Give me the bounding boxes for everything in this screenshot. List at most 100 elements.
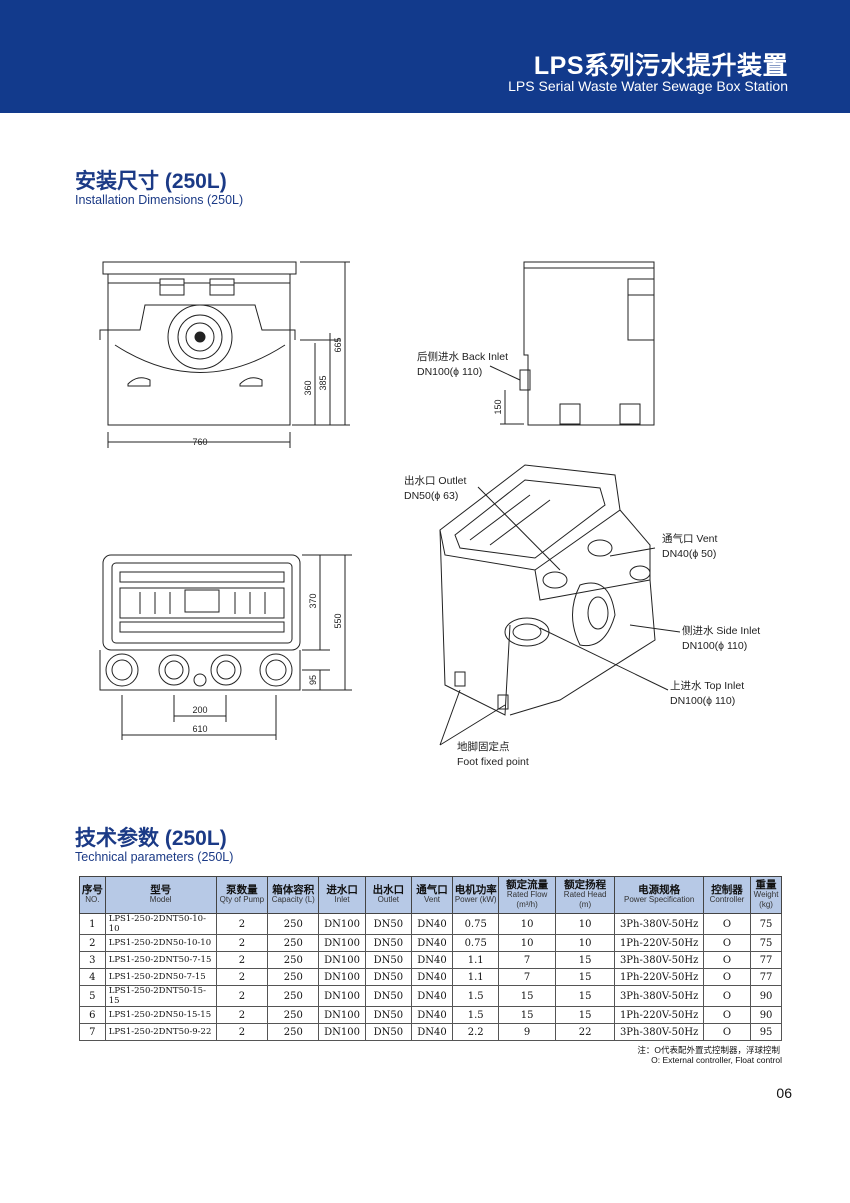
table-cell: 3 [79,951,106,969]
table-cell: DN40 [410,1023,454,1041]
table-cell: 90 [750,985,782,1007]
table-cell: O [702,1023,752,1041]
table-cell: 1.5 [452,985,500,1007]
table-cell: 1Ph-220V-50Hz [614,934,704,952]
dim-front-h1: 360 [303,380,313,395]
table-cell: LPS1-250-2DN50-10-10 [104,934,217,952]
table-cell: 75 [750,934,782,952]
table-cell: 1.5 [452,1006,500,1024]
label-top-inlet: 上进水 Top Inlet [670,680,744,692]
label-side-inlet-dn: DN100(ϕ 110) [682,640,747,652]
table-cell: DN50 [364,951,412,969]
dim-front-h2: 385 [318,375,328,390]
label-side-inlet: 侧进水 Side Inlet [682,624,760,637]
table-cell: LPS1-250-2DNT50-15-15 [104,985,217,1007]
dim-top-w1: 200 [192,705,207,715]
table-cell: DN50 [364,1023,412,1041]
table-cell: 15 [554,968,616,986]
table-cell: 1.1 [452,951,500,969]
installation-subtitle: Installation Dimensions (250L) [75,193,244,207]
label-foot-cn: 地脚固定点 [457,740,510,753]
table-cell: 0.75 [452,934,500,952]
label-foot-en: Foot fixed point [457,756,529,768]
label-top-inlet-dn: DN100(ϕ 110) [670,695,735,707]
table-cell: 4 [79,968,106,986]
dim-side-h: 150 [493,399,503,414]
table-cell: 250 [267,968,320,986]
label-vent-dn: DN40(ϕ 50) [662,548,716,560]
table-cell: 2 [215,913,269,935]
table-cell: 9 [498,1023,556,1041]
table-cell: DN100 [318,951,366,969]
table-cell: 2 [215,1006,269,1024]
table-cell: DN40 [410,985,454,1007]
label-vent: 通气口 Vent [662,532,718,545]
dim-front-width: 760 [192,437,207,447]
table-cell: DN100 [318,913,366,935]
table-cell: LPS1-250-2DN50-15-15 [104,1006,217,1024]
label-outlet: 出水口 Outlet [404,474,467,487]
table-cell: 1Ph-220V-50Hz [614,1006,704,1024]
page-number: 06 [776,1085,792,1101]
table-cell: 250 [267,985,320,1007]
table-cell: DN50 [364,985,412,1007]
table-cell: LPS1-250-2DN50-7-15 [104,968,217,986]
table-cell: DN100 [318,934,366,952]
technical-subtitle: Technical parameters (250L) [75,850,234,864]
table-cell: 250 [267,913,320,935]
table-cell: DN50 [364,913,412,935]
table-cell: 7 [498,968,556,986]
table-cell: 10 [498,934,556,952]
table-cell: 77 [750,951,782,969]
table-cell: DN40 [410,934,454,952]
table-cell: O [702,934,752,952]
installation-title: 安装尺寸 (250L) [75,170,227,193]
table-cell: O [702,951,752,969]
table-cell: DN40 [410,1006,454,1024]
table-note-en: O: External controller, Float control [651,1055,782,1065]
header-band: LPS系列污水提升装置 LPS Serial Waste Water Sewag… [0,0,850,113]
table-cell: 2 [215,1023,269,1041]
table-cell: DN40 [410,951,454,969]
table-cell: 10 [498,913,556,935]
table-cell: DN40 [410,913,454,935]
table-cell: DN100 [318,985,366,1007]
table-cell: DN50 [364,1006,412,1024]
table-cell: 250 [267,1023,320,1041]
isometric-view [439,464,681,746]
technical-title: 技术参数 (250L) [75,827,227,850]
table-cell: 2 [215,951,269,969]
table-cell: 2.2 [452,1023,500,1041]
installation-drawings: 760 360 385 665 200 610 370 550 95 150 后… [99,261,760,768]
table-cell: O [702,1006,752,1024]
dim-top-h3: 95 [308,675,318,685]
table-cell: 90 [750,1006,782,1024]
table-cell: 3Ph-380V-50Hz [614,951,704,969]
table-cell: 7 [498,951,556,969]
table-cell: 1.1 [452,968,500,986]
dim-front-h3: 665 [333,337,343,352]
header-title-en: LPS Serial Waste Water Sewage Box Statio… [508,78,788,94]
table-cell: 15 [498,985,556,1007]
table-cell: 250 [267,1006,320,1024]
table-note-cn: 注：O代表配外置式控制器，浮球控制 [637,1045,780,1055]
front-view [99,261,350,448]
table-cell: DN50 [364,968,412,986]
